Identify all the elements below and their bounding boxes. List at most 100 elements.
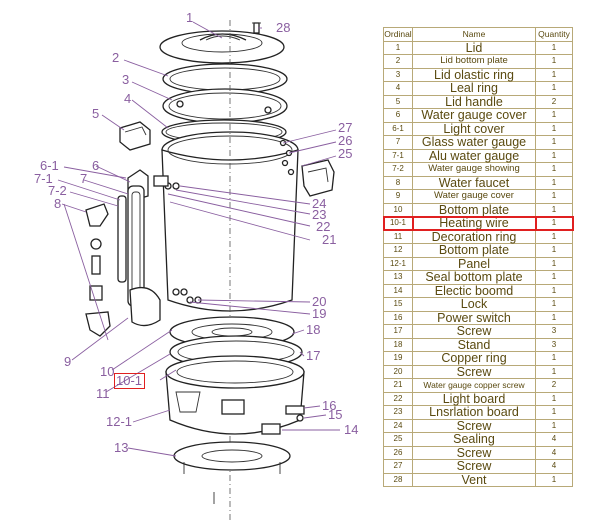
row-quantity: 1: [535, 364, 573, 379]
row-name: Panel: [412, 256, 536, 271]
row-name: Copper ring: [412, 351, 536, 366]
row-ordinal: 12: [383, 243, 413, 258]
row-name: Lid handle: [412, 94, 536, 109]
callout-5: 5: [92, 106, 99, 121]
row-name: Screw: [412, 459, 536, 474]
callout-8: 8: [54, 196, 61, 211]
row-ordinal: 4: [383, 81, 413, 96]
row-ordinal: 11: [383, 229, 413, 244]
row-quantity: 4: [535, 445, 573, 460]
callout-25: 25: [338, 146, 352, 161]
row-name: Lid olastic ring: [412, 67, 536, 82]
row-name: Electic boomd: [412, 283, 536, 298]
row-ordinal: 24: [383, 418, 413, 433]
gauge-bolts: [172, 288, 202, 304]
row-quantity: 1: [535, 54, 573, 69]
base-housing: [165, 355, 305, 435]
row-ordinal: 16: [383, 310, 413, 325]
lid-handle-right: [301, 159, 335, 197]
row-ordinal: 22: [383, 391, 413, 406]
row-quantity: 4: [535, 432, 573, 447]
row-name: Sealing: [412, 432, 536, 447]
row-quantity: 1: [535, 175, 573, 190]
callout-7-2: 7-2: [48, 183, 67, 198]
callout-6-1: 6-1: [40, 158, 59, 173]
row-ordinal: 2: [383, 54, 413, 69]
row-quantity: 1: [535, 162, 573, 177]
callout-10-1: 10-1: [116, 373, 142, 388]
row-ordinal: 17: [383, 324, 413, 339]
row-quantity: 1: [535, 270, 573, 285]
callout-20: 20: [312, 294, 326, 309]
row-ordinal: 26: [383, 445, 413, 460]
row-ordinal: 8: [383, 175, 413, 190]
row-ordinal: 21: [383, 378, 413, 393]
callout-26: 26: [338, 133, 352, 148]
row-name: Screw: [412, 418, 536, 433]
electric-board: [261, 423, 281, 435]
callout-6: 6: [92, 158, 99, 173]
row-ordinal: 6: [383, 108, 413, 123]
row-ordinal: 9: [383, 189, 413, 204]
row-quantity: 1: [535, 135, 573, 150]
row-quantity: 1: [535, 391, 573, 406]
callout-7-1: 7-1: [34, 171, 53, 186]
row-ordinal: 14: [383, 283, 413, 298]
row-ordinal: 7-1: [383, 148, 413, 163]
row-quantity: 2: [535, 94, 573, 109]
callout-10: 10: [100, 364, 114, 379]
callout-23: 23: [312, 207, 326, 222]
row-ordinal: 12-1: [383, 256, 413, 271]
row-ordinal: 6-1: [383, 121, 413, 136]
row-ordinal: 10: [383, 202, 413, 217]
row-name: Glass water gauge: [412, 135, 536, 150]
row-name: Water gauge copper screw: [412, 378, 536, 393]
header-ordinal: Ordinal: [383, 27, 413, 42]
row-name: Bottom plate: [412, 202, 536, 217]
row-name: Power switch: [412, 310, 536, 325]
seal-bottom-plate: [173, 441, 291, 471]
row-name: Bottom plate: [412, 243, 536, 258]
row-ordinal: 10-1: [382, 215, 414, 231]
row-ordinal: 18: [383, 337, 413, 352]
row-quantity: 4: [535, 459, 573, 474]
row-name: Water gauge showing: [412, 162, 536, 177]
row-name: Lid: [412, 40, 536, 55]
row-ordinal: 1: [383, 40, 413, 55]
callout-14: 14: [344, 422, 358, 437]
row-quantity: 1: [535, 40, 573, 55]
row-name: Light cover: [412, 121, 536, 136]
callout-4: 4: [124, 91, 131, 106]
row-ordinal: 27: [383, 459, 413, 474]
lid-handle-left: [119, 121, 151, 151]
row-quantity: 1: [535, 67, 573, 82]
row-quantity: 1: [535, 243, 573, 258]
row-quantity: 2: [535, 378, 573, 393]
row-quantity: 1: [535, 256, 573, 271]
row-name: Screw: [412, 445, 536, 460]
callout-11: 11: [96, 386, 110, 401]
row-name: Water faucet: [412, 175, 536, 190]
row-ordinal: 19: [383, 351, 413, 366]
callout-13: 13: [114, 440, 128, 455]
